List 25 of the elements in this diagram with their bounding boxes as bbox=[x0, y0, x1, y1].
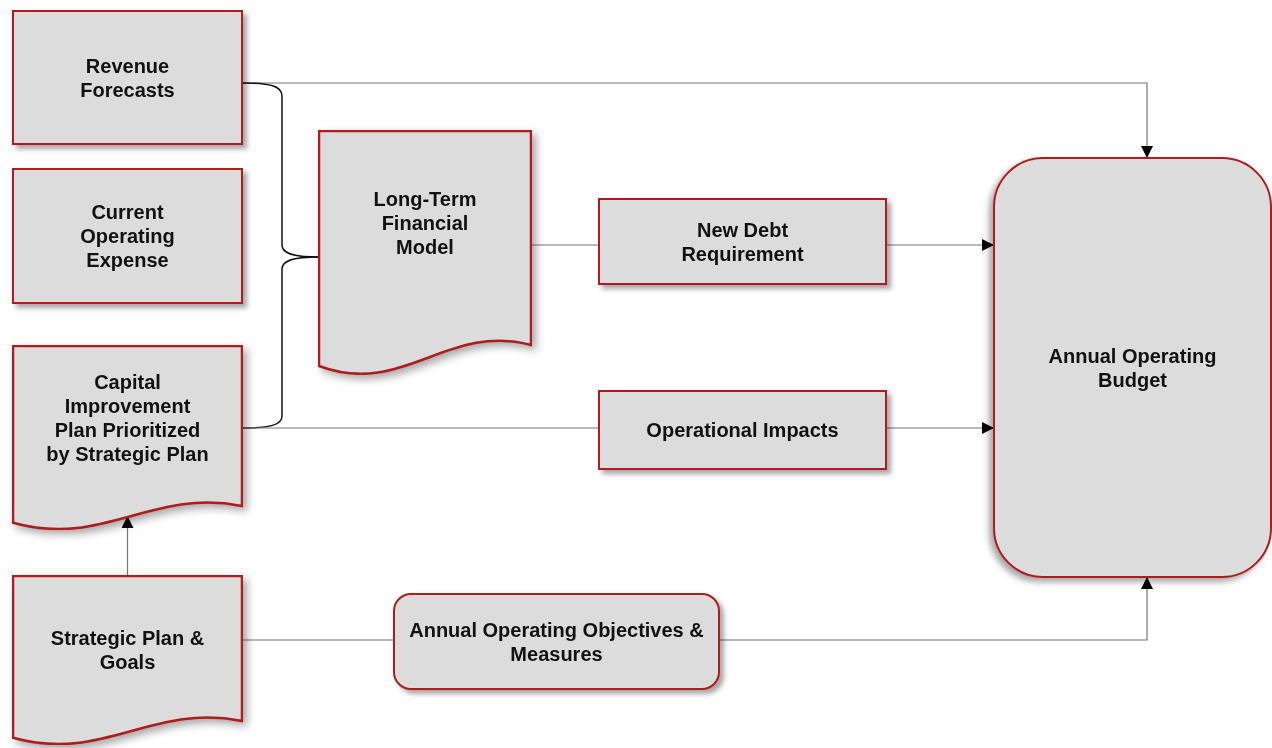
arrow bbox=[886, 422, 994, 434]
node-label: Operational Impacts bbox=[646, 418, 839, 442]
arrow bbox=[886, 239, 994, 251]
process-box bbox=[12, 10, 243, 145]
arrow bbox=[719, 577, 1153, 641]
process-box bbox=[598, 198, 887, 285]
document-shape bbox=[12, 345, 243, 530]
process-box bbox=[12, 168, 243, 304]
node-label: Annual Operating Objectives & Measures bbox=[408, 617, 705, 666]
node-label: Current Operating Expense bbox=[79, 200, 176, 272]
process-box bbox=[598, 390, 887, 470]
node-label: New Debt Requirement bbox=[680, 217, 805, 266]
rounded-box bbox=[993, 157, 1272, 578]
node-label: Revenue Forecasts bbox=[79, 53, 176, 102]
node-label: Strategic Plan & Goals bbox=[49, 626, 206, 674]
document-shape bbox=[12, 575, 243, 745]
node-label: Annual Operating Budget bbox=[1047, 343, 1218, 392]
node-label: Capital Improvement Plan Prioritized by Strategic Plan bbox=[45, 369, 210, 466]
node-label: Long-Term Financial Model bbox=[372, 186, 478, 259]
document-shape bbox=[318, 130, 532, 375]
connector-line bbox=[531, 244, 599, 246]
connector-line bbox=[242, 427, 599, 429]
connector-line bbox=[242, 639, 394, 641]
rounded-box bbox=[393, 593, 720, 690]
arrow bbox=[121, 516, 134, 576]
